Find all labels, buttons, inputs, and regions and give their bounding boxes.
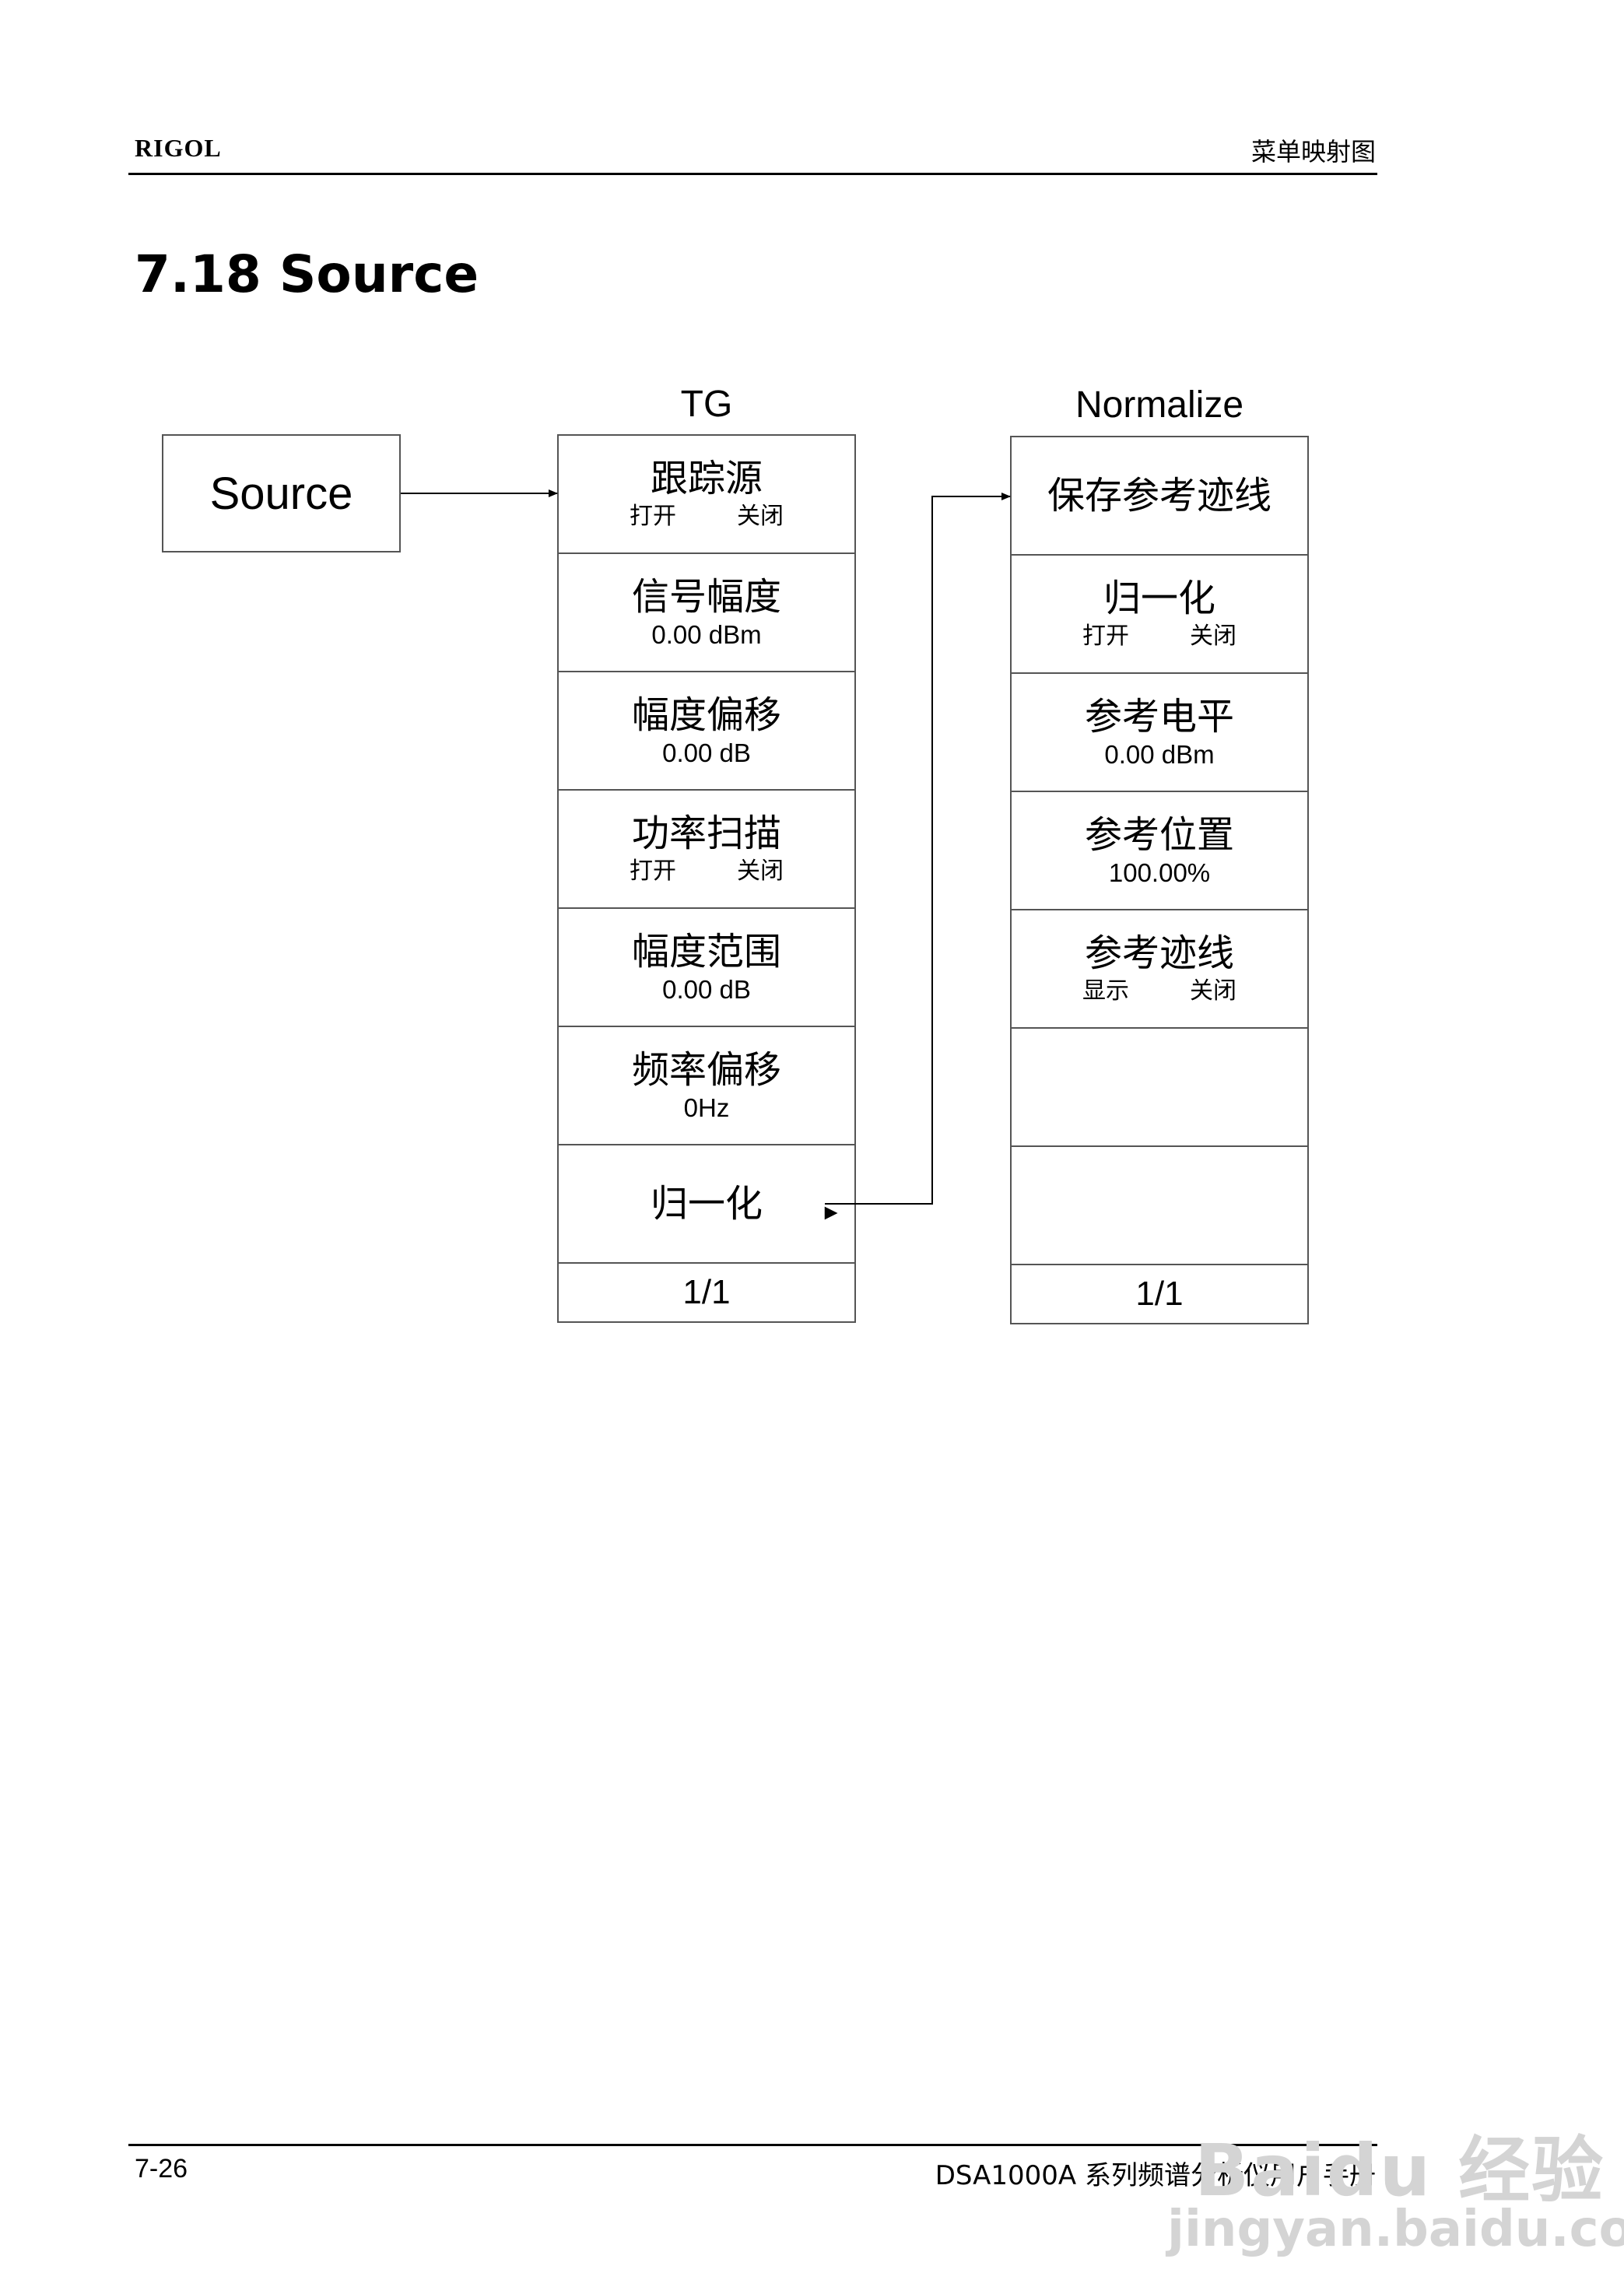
norm-item-ref-trace[interactable]: 参考迹线 显示 关闭 <box>1012 910 1307 1029</box>
menu-item-label: 参考电平 <box>1084 695 1234 738</box>
tg-item-frequency-offset[interactable]: 频率偏移 0Hz <box>559 1027 854 1145</box>
menu-item-value: 0.00 dB <box>662 975 751 1004</box>
normalize-submenu-arrow <box>825 493 1011 1205</box>
norm-item-ref-position[interactable]: 参考位置 100.00% <box>1012 792 1307 910</box>
menu-item-options: 打开 关闭 <box>630 856 784 887</box>
tg-item-amplitude-range[interactable]: 幅度范围 0.00 dB <box>559 909 854 1027</box>
tg-menu-page-indicator: 1/1 <box>682 1273 731 1311</box>
footer-rule <box>128 2144 1377 2146</box>
option-on: 打开 <box>630 858 676 885</box>
header-rule <box>128 173 1377 175</box>
section-title: 7.18 Source <box>135 244 479 304</box>
menu-item-label: 保存参考迹线 <box>1047 474 1271 517</box>
option-off: 关闭 <box>1190 977 1236 1005</box>
header-section-name: 菜单映射图 <box>1250 137 1376 167</box>
menu-item-options: 打开 关闭 <box>630 501 784 532</box>
menu-item-label: 归一化 <box>650 1182 763 1226</box>
menu-item-label: 幅度偏移 <box>631 693 781 737</box>
menu-item-options: 显示 关闭 <box>1082 976 1236 1007</box>
option-off: 关闭 <box>737 503 784 530</box>
footer-manual-title: DSA1000A 系列频谱分析仪用户手册 <box>935 2160 1376 2191</box>
tg-item-normalize[interactable]: 归一化 ► <box>559 1145 854 1264</box>
menu-item-options: 打开 关闭 <box>1082 621 1236 652</box>
watermark-logo: Baidu 经验 <box>1194 2129 1605 2212</box>
option-off: 关闭 <box>1190 623 1236 650</box>
normalize-menu-page-indicator: 1/1 <box>1135 1275 1184 1313</box>
menu-item-label: 功率扫描 <box>631 812 781 855</box>
brand-logo: RIGOL <box>135 134 222 162</box>
normalize-menu-title: Normalize <box>1075 384 1244 426</box>
submenu-arrow-icon: ► <box>820 1200 842 1224</box>
tg-menu: 跟踪源 打开 关闭 信号幅度 0.00 dBm 幅度偏移 0.00 dB 功率扫… <box>557 434 856 1323</box>
menu-item-value: 0Hz <box>683 1093 730 1122</box>
menu-item-value: 0.00 dBm <box>1104 740 1215 769</box>
tg-item-tracking-source[interactable]: 跟踪源 打开 关闭 <box>559 436 854 554</box>
norm-item-empty-2 <box>1012 1147 1307 1265</box>
footer-page-number: 7-26 <box>135 2154 188 2184</box>
menu-item-value: 0.00 dB <box>662 738 751 767</box>
menu-item-value: 0.00 dBm <box>651 620 762 649</box>
menu-item-label: 归一化 <box>1103 577 1215 620</box>
menu-item-label: 参考迹线 <box>1084 931 1234 975</box>
norm-item-ref-level[interactable]: 参考电平 0.00 dBm <box>1012 674 1307 792</box>
source-key-box: Source <box>162 434 401 552</box>
watermark-url: jingyan.baidu.com <box>1167 2201 1624 2258</box>
menu-item-label: 跟踪源 <box>650 457 763 500</box>
menu-item-label: 频率偏移 <box>631 1048 781 1092</box>
menu-item-label: 幅度范围 <box>631 930 781 973</box>
option-on: 打开 <box>1082 623 1129 650</box>
menu-item-value: 100.00% <box>1108 858 1211 887</box>
norm-item-empty-1 <box>1012 1029 1307 1147</box>
tg-item-signal-amplitude[interactable]: 信号幅度 0.00 dBm <box>559 554 854 672</box>
normalize-menu: 保存参考迹线 归一化 打开 关闭 参考电平 0.00 dBm 参考位置 100.… <box>1010 436 1309 1324</box>
tg-item-amplitude-offset[interactable]: 幅度偏移 0.00 dB <box>559 672 854 791</box>
option-on: 显示 <box>1082 977 1129 1005</box>
menu-item-label: 信号幅度 <box>631 575 781 619</box>
option-on: 打开 <box>630 503 676 530</box>
option-off: 关闭 <box>737 858 784 885</box>
norm-item-normalize[interactable]: 归一化 打开 关闭 <box>1012 556 1307 674</box>
norm-item-save-ref-trace[interactable]: 保存参考迹线 <box>1012 437 1307 556</box>
tg-item-power-sweep[interactable]: 功率扫描 打开 关闭 <box>559 791 854 909</box>
tg-menu-title: TG <box>680 384 733 425</box>
menu-item-label: 参考位置 <box>1084 813 1234 857</box>
